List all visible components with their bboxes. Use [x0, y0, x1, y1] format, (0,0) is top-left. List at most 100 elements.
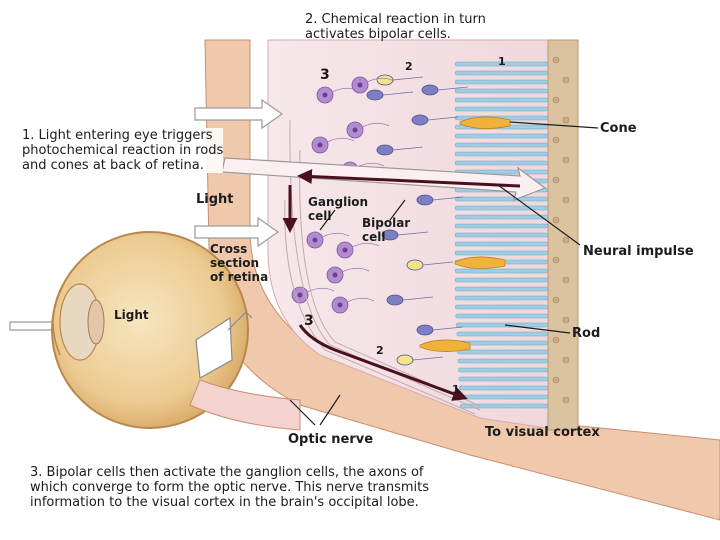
leader-rod [504, 324, 571, 334]
bipolar-axon [397, 231, 429, 236]
ganglion-nucleus [342, 247, 348, 253]
rod [454, 196, 549, 202]
cone [454, 256, 506, 269]
rod [454, 205, 549, 211]
ganglion-nucleus [357, 82, 363, 88]
label-optic-nerve: Optic nerve [288, 432, 374, 447]
rod [457, 349, 549, 355]
bipolar-axon [392, 146, 424, 151]
bipolar-cell [411, 114, 429, 126]
ganglion-dendrite [346, 297, 375, 303]
rod [454, 106, 549, 112]
ganglion-dendrite [366, 77, 395, 83]
eye-optic-nerve [189, 379, 301, 431]
bipolar-cell [421, 84, 439, 96]
rod [459, 394, 549, 400]
rod [454, 232, 549, 238]
bipolar-axon [392, 76, 424, 81]
bipolar-cell [376, 144, 394, 156]
ganglion-nucleus [337, 302, 343, 308]
rod [454, 241, 549, 247]
ganglion-dendrite [321, 232, 350, 238]
rod [458, 376, 549, 382]
rod [459, 385, 549, 391]
bipolar-cell [406, 259, 424, 271]
rod [455, 313, 549, 319]
ganglion-nucleus [317, 142, 323, 148]
rod [454, 295, 549, 301]
rod [454, 133, 549, 139]
cone-layer [419, 116, 511, 352]
bipolar-axon [402, 296, 434, 301]
label-light-top: Light [196, 192, 234, 207]
cross-section-pointer [227, 311, 253, 331]
label-cross-section: Cross section of retina [210, 242, 269, 284]
rod [457, 358, 549, 364]
ganglion-dendrite [351, 242, 380, 248]
bipolar-axon [412, 356, 444, 361]
rod [455, 304, 549, 310]
bipolar-axon [427, 116, 459, 121]
layer-number-top-3: 3 [320, 67, 330, 83]
cone [419, 339, 471, 352]
bipolar-cell [396, 354, 414, 366]
bipolar-cell [386, 294, 404, 306]
bipolar-cell [366, 89, 384, 101]
cone [459, 116, 511, 129]
light-arrow-top [194, 98, 284, 130]
layer-number-bottom-3: 3 [304, 313, 314, 329]
bipolar-axon [382, 91, 414, 96]
label-ganglion-cell: Ganglion cell [308, 195, 369, 223]
rod [454, 70, 549, 76]
rod [454, 88, 549, 94]
rod [455, 322, 549, 328]
leader-ganglion [319, 209, 336, 231]
choroid-layer [547, 39, 579, 431]
eyeball [51, 231, 249, 429]
rod [454, 97, 549, 103]
rod [454, 223, 549, 229]
caption-step-1: 1. Light entering eye triggers photochem… [22, 128, 224, 173]
rod [459, 403, 549, 409]
leader-bipolar [389, 199, 406, 221]
rod [454, 151, 549, 157]
ganglion-dendrite [341, 267, 370, 273]
layer-number-bottom-1: 1 [452, 383, 460, 396]
bipolar-axon [422, 261, 454, 266]
rod [454, 277, 549, 283]
label-cone: Cone [600, 121, 637, 136]
ganglion-dendrite [326, 137, 355, 143]
ganglion-nucleus [332, 272, 338, 278]
caption-step-2: 2. Chemical reaction in turn activates b… [305, 12, 486, 42]
rod-layer [454, 61, 549, 409]
ganglion-cell-layer [291, 76, 395, 314]
leader-cone [509, 121, 599, 129]
caption-step-3: 3. Bipolar cells then activate the gangl… [30, 465, 430, 510]
bipolar-axon [437, 86, 469, 91]
bipolar-axon [432, 196, 464, 201]
rod [454, 268, 549, 274]
layer-number-top-1: 1 [498, 55, 506, 68]
rod [454, 250, 549, 256]
bipolar-cell [416, 324, 434, 336]
ganglion-nucleus [352, 127, 358, 133]
leader-neural-impulse [497, 184, 581, 246]
ganglion-dendrite [306, 287, 335, 293]
label-bipolar-cell: Bipolar cell [362, 216, 411, 244]
bipolar-axon [432, 326, 464, 331]
rod [458, 367, 549, 373]
ganglion-nucleus [312, 237, 318, 243]
leader-optic-right [319, 394, 341, 426]
layer-number-bottom-2: 2 [376, 344, 384, 357]
ganglion-nucleus [322, 92, 328, 98]
choroid-cells [552, 56, 570, 404]
rod [454, 142, 549, 148]
label-to-visual-cortex: To visual cortex [485, 425, 600, 440]
rod [454, 61, 549, 67]
label-light-eye: Light [114, 308, 149, 322]
leader-optic-left [289, 399, 316, 426]
label-neural-impulse: Neural impulse [583, 244, 694, 259]
leader-lines [289, 121, 599, 426]
